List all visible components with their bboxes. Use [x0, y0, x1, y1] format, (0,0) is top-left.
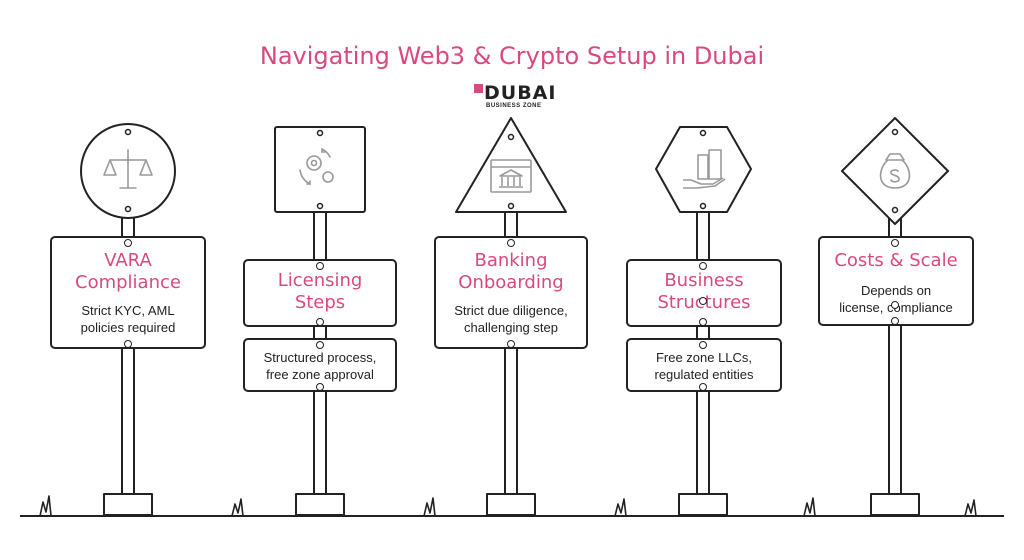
panel-bolt	[891, 301, 899, 309]
sign-description: Strict KYC, AML	[81, 303, 175, 318]
sign-panel-business-structures: Business Structures	[626, 259, 782, 327]
sign-description: Strict due diligence,	[454, 303, 568, 318]
panel-bolt	[124, 239, 132, 247]
sign-heading: Licensing	[277, 270, 363, 291]
panel-bolt	[316, 383, 324, 391]
logo-mark-icon	[474, 84, 483, 93]
panel-bolt	[891, 239, 899, 247]
sign-heading: VARA	[104, 250, 152, 271]
gears-cycle-icon	[299, 148, 334, 185]
logo-word: DUBAI	[484, 82, 557, 104]
sign-description: Structured process,	[263, 350, 377, 365]
sign-base-3	[486, 493, 536, 516]
sign-shape-hexagon	[655, 126, 752, 213]
page-title: Navigating Web3 & Crypto Setup in Dubai	[259, 42, 765, 70]
sign-heading: Business	[664, 270, 744, 291]
sign-panel-banking-onboarding: Banking Onboarding Strict due diligence,…	[434, 236, 588, 349]
sign-description: challenging step	[464, 320, 558, 335]
sign-panel-vara-compliance: VARA Compliance Strict KYC, AML policies…	[50, 236, 206, 349]
panel-bolt	[316, 341, 324, 349]
panel-bolt	[699, 318, 707, 326]
sign-description: Depends on	[860, 283, 932, 298]
sign-description: free zone approval	[266, 367, 374, 382]
sign-heading: Compliance	[75, 272, 181, 293]
sign-panel-costs-scale: Costs & Scale Depends on license, compli…	[818, 236, 974, 326]
dubai-business-zone-logo: DUBAI BUSINESS ZONE	[474, 82, 557, 112]
sign-shape-square	[274, 126, 366, 213]
sign-base-4	[678, 493, 728, 516]
panel-bolt	[891, 317, 899, 325]
scales-icon	[103, 149, 153, 189]
panel-bolt	[507, 239, 515, 247]
money-bag-icon	[879, 153, 911, 189]
buildings-hand-icon	[683, 149, 726, 189]
sign-description: regulated entities	[654, 367, 754, 382]
panel-bolt	[124, 340, 132, 348]
sign-base-5	[870, 493, 920, 516]
panel-bolt	[699, 262, 707, 270]
sign-panel-licensing-steps: Licensing Steps	[243, 259, 397, 327]
panel-bolt	[699, 341, 707, 349]
sign-base-1	[103, 493, 153, 516]
sign-heading: Steps	[294, 292, 346, 313]
panel-bolt	[507, 340, 515, 348]
panel-bolt	[699, 383, 707, 391]
grass-tufts	[39, 495, 977, 517]
sign-heading: Costs & Scale	[834, 250, 958, 271]
sign-heading: Onboarding	[458, 272, 564, 293]
sign-heading: Banking	[474, 250, 548, 271]
sign-description: Free zone LLCs,	[655, 350, 753, 365]
panel-bolt	[316, 318, 324, 326]
sign-shape-triangle	[455, 117, 567, 213]
sign-base-2	[295, 493, 345, 516]
bank-browser-icon	[490, 159, 532, 193]
panel-bolt	[699, 297, 707, 305]
sign-shape-diamond	[841, 117, 949, 225]
logo-subtitle: BUSINESS ZONE	[486, 103, 542, 109]
sign-description: policies required	[80, 320, 176, 335]
panel-bolt	[316, 262, 324, 270]
